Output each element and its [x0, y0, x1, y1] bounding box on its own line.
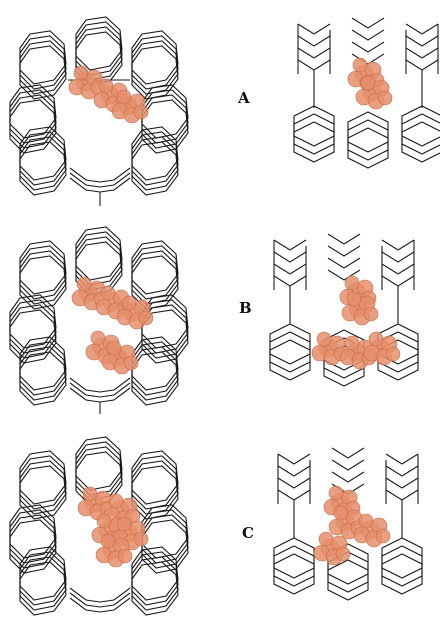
panel-label-b: B: [239, 299, 252, 317]
panel-label-c: C: [242, 524, 254, 542]
framework-left-b: [10, 227, 188, 414]
guest-molecule-b-left: [72, 277, 153, 374]
framework-left-a: [10, 17, 188, 206]
guest-molecule-c-left: [78, 487, 148, 567]
guest-molecule-b-right: [312, 276, 400, 369]
guest-molecule-c-right: [314, 486, 390, 565]
guest-molecule-a-right: [348, 58, 392, 109]
panel-label-a: A: [238, 89, 250, 107]
